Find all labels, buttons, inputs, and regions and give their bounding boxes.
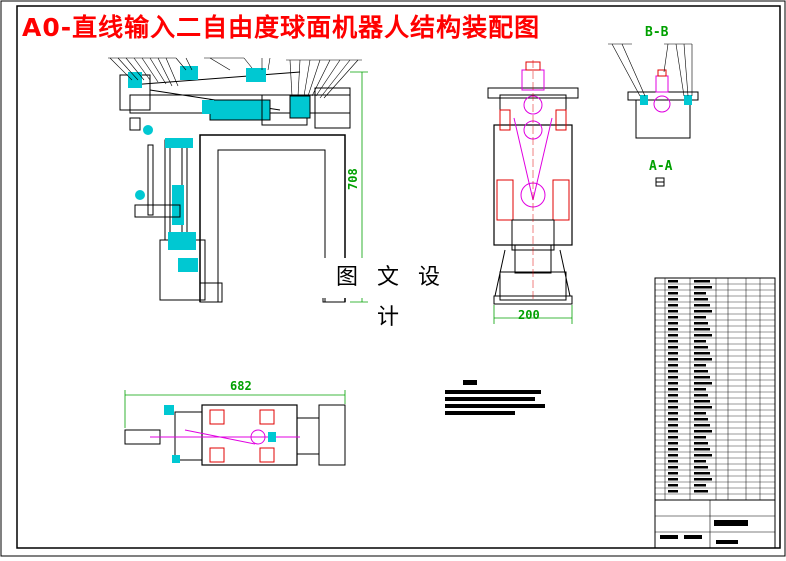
section-aa xyxy=(655,177,665,187)
dimension-708: 708 xyxy=(346,168,360,190)
watermark: 图 文 设 计 xyxy=(318,258,464,330)
front-view xyxy=(108,57,368,303)
drawing-title: A0-直线输入二自由度球面机器人结构装配图 xyxy=(22,13,541,42)
title-block xyxy=(654,499,776,549)
top-view xyxy=(124,390,346,466)
parts-list-table xyxy=(654,277,776,549)
section-bb xyxy=(608,43,699,139)
dimension-200: 200 xyxy=(518,308,540,322)
dimension-682: 682 xyxy=(230,379,252,393)
section-label-aa: A-A xyxy=(649,159,673,174)
side-view xyxy=(487,60,579,324)
section-label-bb: B-B xyxy=(645,25,669,40)
technical-notes xyxy=(445,380,545,415)
inner-border xyxy=(16,5,781,549)
